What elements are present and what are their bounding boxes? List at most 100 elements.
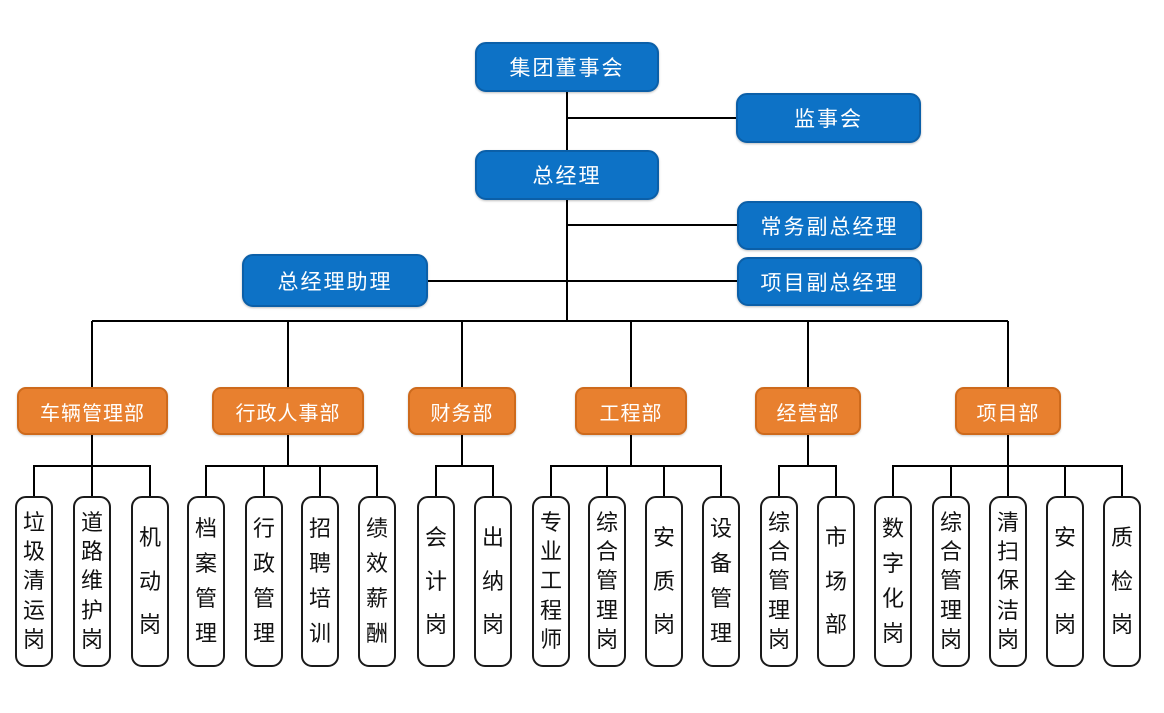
connector-line [550, 466, 552, 496]
connector-line [205, 466, 207, 496]
connector-line [91, 466, 93, 496]
node-board-of-directors: 集团董事会 [475, 42, 659, 92]
position-label-char: 岗 [424, 612, 447, 638]
position-label-char: 案 [194, 551, 217, 576]
connector-line [1007, 466, 1009, 496]
position-label-char: 备 [709, 551, 732, 576]
connector-line [606, 466, 608, 496]
connector-line [892, 466, 894, 496]
connector-line [319, 466, 321, 496]
dept-project-label: 项目部 [976, 402, 1040, 425]
position-label-char: 管 [939, 568, 962, 594]
connector-line [778, 465, 837, 467]
connector-line [428, 280, 737, 282]
position-label-char: 会 [424, 524, 447, 550]
dept-admin-hr: 行政人事部 [212, 387, 364, 435]
dept-operations-label: 经营部 [776, 402, 840, 425]
connector-line [461, 435, 463, 466]
dept-admin-hr-label: 行政人事部 [235, 402, 341, 425]
position-label-char: 设 [709, 516, 732, 541]
dept-finance-label: 财务部 [430, 402, 494, 425]
dept-finance: 财务部 [408, 387, 516, 435]
position-label-char: 理 [767, 597, 790, 623]
position-label-char: 道 [80, 510, 103, 536]
position-label-char: 绩 [365, 516, 388, 541]
position-professional-engineer: 专业工程师 [532, 496, 570, 667]
connector-line [807, 321, 809, 387]
connector-line [461, 321, 463, 387]
position-archives-management: 档案管理 [187, 496, 225, 667]
connector-line [33, 466, 35, 496]
position-label-char: 安 [652, 524, 675, 550]
connector-line [263, 466, 265, 496]
position-label-char: 垃 [22, 510, 45, 536]
position-label-char: 理 [595, 597, 618, 623]
position-label-char: 全 [1053, 568, 1076, 594]
position-cashier: 出纳岗 [474, 496, 512, 667]
connector-line [1007, 435, 1009, 466]
position-label-char: 扫 [996, 539, 1019, 565]
node-general-manager: 总经理 [475, 150, 659, 200]
position-label-char: 保 [996, 568, 1019, 594]
connector-line [1064, 466, 1066, 496]
position-label-char: 酬 [365, 621, 388, 646]
position-label-char: 理 [194, 621, 217, 646]
position-label-char: 安 [1053, 524, 1076, 550]
position-market: 市场部 [817, 496, 855, 667]
position-label-char: 工 [539, 568, 562, 594]
position-label-char: 岗 [1110, 612, 1133, 638]
connector-line [630, 321, 632, 387]
position-label-char: 合 [595, 539, 618, 565]
connector-line [778, 466, 780, 496]
position-label-char: 理 [252, 621, 275, 646]
position-label-char: 质 [652, 568, 675, 594]
node-supervisory-board: 监事会 [736, 93, 921, 143]
position-digitalization: 数字化岗 [874, 496, 912, 667]
position-label-char: 部 [824, 612, 847, 638]
position-label-char: 纳 [481, 568, 504, 594]
connector-line [835, 466, 837, 496]
node-project-deputy-gm: 项目副总经理 [737, 257, 922, 306]
connector-line [663, 466, 665, 496]
position-label-char: 招 [308, 516, 331, 541]
position-administrative-management: 行政管理 [245, 496, 283, 667]
node-gm-assistant: 总经理助理 [242, 254, 428, 307]
position-label-char: 聘 [308, 551, 331, 576]
position-label-char: 计 [424, 568, 447, 594]
connector-line [492, 466, 494, 496]
position-label-char: 清 [996, 510, 1019, 536]
connector-line [91, 435, 93, 466]
position-mobile-post: 机动岗 [131, 496, 169, 667]
connector-line [435, 465, 494, 467]
position-label-char: 业 [539, 539, 562, 565]
position-label-char: 行 [252, 516, 275, 541]
dept-operations: 经营部 [755, 387, 861, 435]
connector-line [435, 466, 437, 496]
position-label-char: 管 [194, 586, 217, 611]
position-label-char: 动 [138, 568, 161, 594]
position-label-char: 岗 [1053, 612, 1076, 638]
position-equipment-management: 设备管理 [702, 496, 740, 667]
position-label-char: 洁 [996, 597, 1019, 623]
position-label-char: 清 [22, 568, 45, 594]
connector-line [91, 321, 93, 387]
position-label-char: 岗 [996, 626, 1019, 652]
position-label-char: 培 [308, 586, 331, 611]
connector-line [566, 200, 568, 322]
position-label-char: 专 [539, 510, 562, 536]
connector-line [287, 321, 289, 387]
position-label-char: 岗 [138, 612, 161, 638]
connector-line [567, 117, 736, 119]
position-label-char: 合 [767, 539, 790, 565]
position-safety: 安全岗 [1046, 496, 1084, 667]
dept-project: 项目部 [955, 387, 1061, 435]
node-executive-deputy-gm: 常务副总经理 [737, 201, 922, 250]
connector-line [149, 466, 151, 496]
position-label-char: 维 [80, 568, 103, 594]
connector-line [630, 435, 632, 466]
position-label-char: 训 [308, 621, 331, 646]
position-label-char: 场 [824, 568, 847, 594]
position-label-char: 岗 [939, 626, 962, 652]
node-executive-deputy-gm-label: 常务副总经理 [760, 215, 899, 239]
connector-line [287, 435, 289, 466]
